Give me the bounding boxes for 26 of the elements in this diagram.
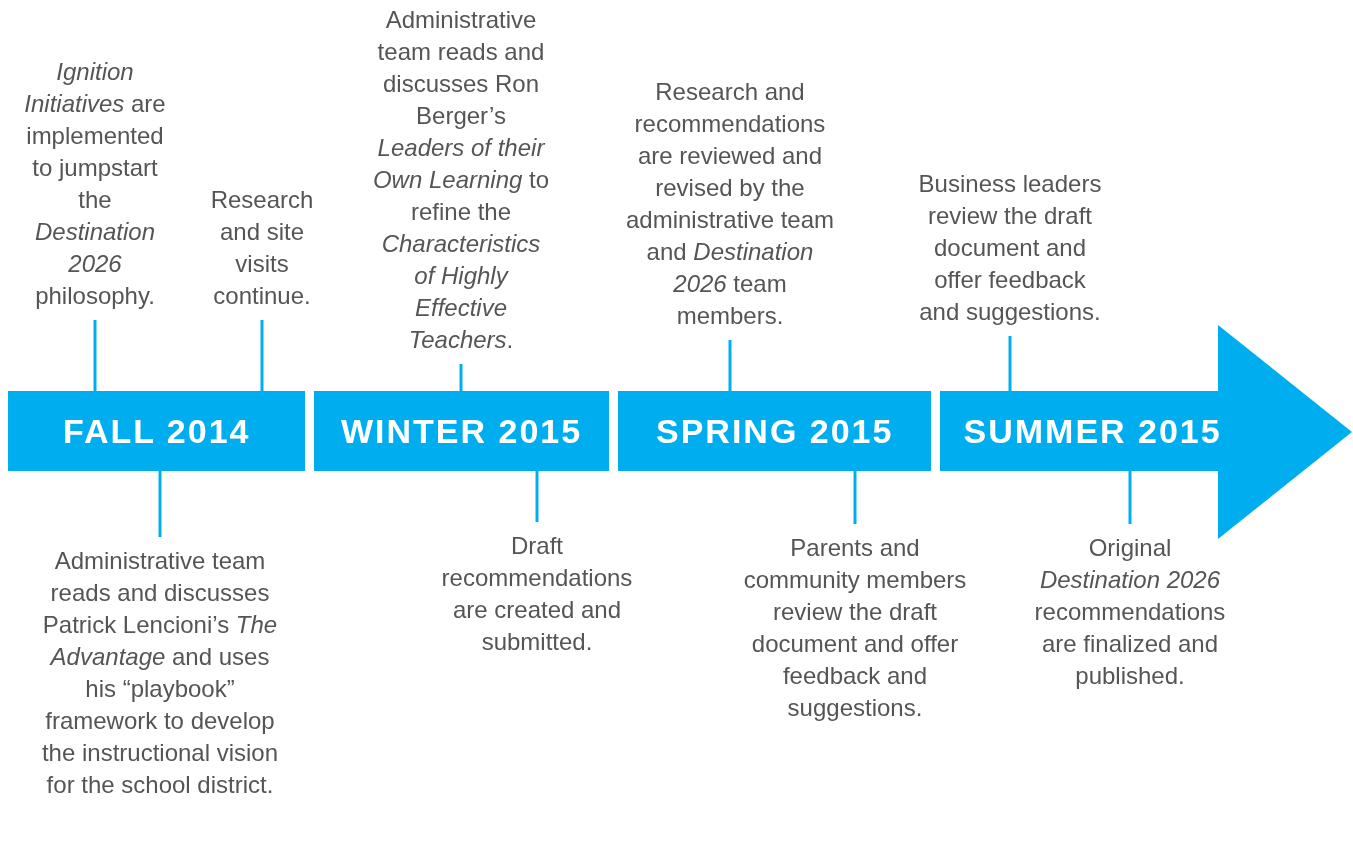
leader-line: [853, 471, 857, 524]
milestone-text: Parents and community members review the draft document and offer feedback and suggestions.: [740, 532, 970, 724]
season-label: FALL 2014: [63, 411, 251, 451]
milestone-text: Research and site visits continue.: [202, 184, 322, 312]
timeline-segment: [8, 391, 305, 471]
milestone-text: Draft recommendations are created and submitted.: [432, 530, 642, 658]
timeline-segment: [618, 391, 931, 471]
leader-line: [158, 471, 162, 537]
milestone-text: Original Destination 2026 recommendations are finalized and published.: [1030, 532, 1230, 692]
leader-line: [93, 320, 97, 391]
season-label: SUMMER 2015: [963, 411, 1222, 451]
leader-line: [1128, 471, 1132, 524]
milestone-text: Ignition Initiatives are implemented to jumpstart the Destination 2026 philosophy.: [20, 56, 170, 312]
leader-line: [728, 340, 732, 391]
milestone-text: Administrative team reads and discusses Ron Berger’s Leaders of their Own Learning to refine the Characteristics of Highly Effective Teachers.: [371, 4, 551, 356]
leader-line: [260, 320, 264, 391]
leader-line: [535, 471, 539, 522]
milestone-text: Business leaders review the draft document and offer feedback and suggestions.: [915, 168, 1105, 328]
season-label: WINTER 2015: [341, 411, 583, 451]
leader-line: [459, 364, 463, 391]
timeline-arrow: [940, 325, 1352, 539]
leader-line: [1008, 336, 1012, 391]
milestone-text: Research and recommendations are reviewed and revised by the administrative team and Destination 2026 team members.: [622, 76, 838, 332]
season-label: SPRING 2015: [656, 411, 894, 451]
timeline-segment: [314, 391, 609, 471]
milestone-text: Administrative team reads and discusses Patrick Lencioni’s The Advantage and uses his “playbook” framework to develop the instructional vision for the school district.: [35, 545, 285, 801]
